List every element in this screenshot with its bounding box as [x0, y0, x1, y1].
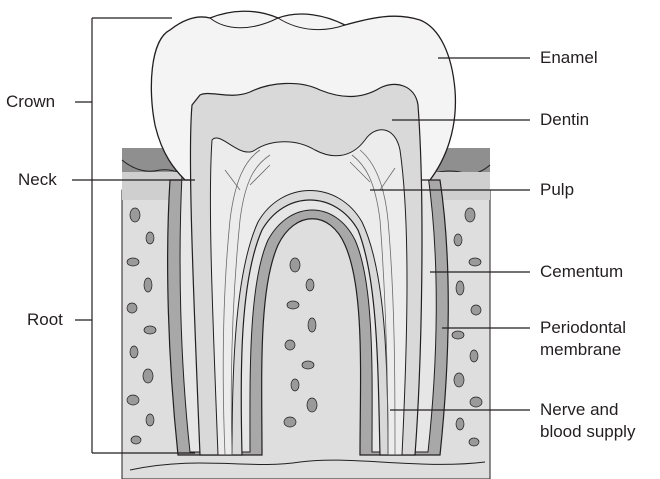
nerve-blood-supply-label-line1: Nerve and	[540, 399, 618, 421]
enamel-label: Enamel	[540, 47, 598, 69]
cementum-label: Cementum	[540, 261, 623, 283]
crown-label: Crown	[6, 91, 55, 113]
root-label: Root	[27, 309, 63, 331]
nerve-blood-supply-label-line2: blood supply	[540, 421, 635, 443]
neck-label: Neck	[18, 169, 57, 191]
pulp-label: Pulp	[540, 179, 574, 201]
periodontal-membrane-label-line1: Periodontal	[540, 317, 626, 339]
periodontal-membrane-label-line2: membrane	[540, 339, 621, 361]
dentin-label: Dentin	[540, 109, 589, 131]
